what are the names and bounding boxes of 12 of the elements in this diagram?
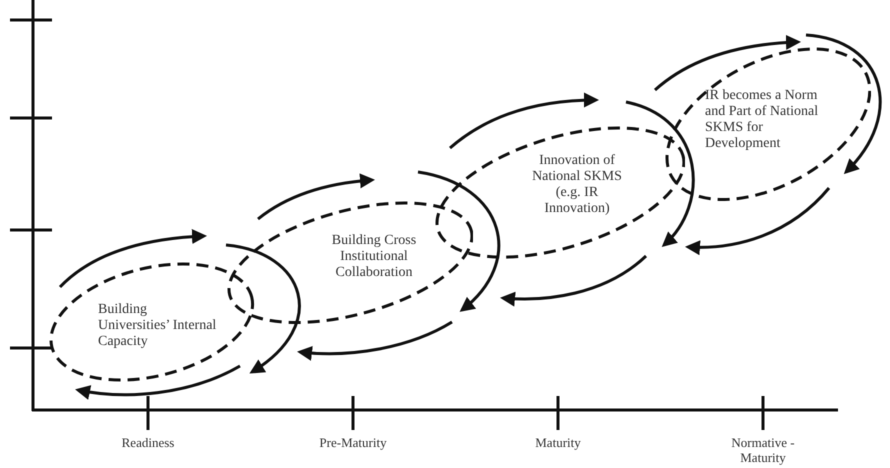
stage-label: Innovation of National SKMS (e.g. IR Innovation) <box>531 152 623 217</box>
stage-label: IR becomes a Norm and Part of National SKMS for Development <box>704 88 820 152</box>
axis-label: Readiness <box>120 435 176 450</box>
dashed-ellipse <box>434 126 686 260</box>
axis-label: Maturity <box>534 435 582 450</box>
dashed-ellipse <box>49 262 255 382</box>
stage-label: Building Universities’ Internal Capacity <box>98 302 218 350</box>
axis-label: Normative -Maturity <box>730 435 796 465</box>
stage-label: Building Cross Institutional Collaboration <box>330 232 418 281</box>
axis-label: Pre-Maturity <box>318 435 388 450</box>
dashed-ellipse <box>226 201 474 325</box>
dashed-ellipse <box>664 46 872 202</box>
